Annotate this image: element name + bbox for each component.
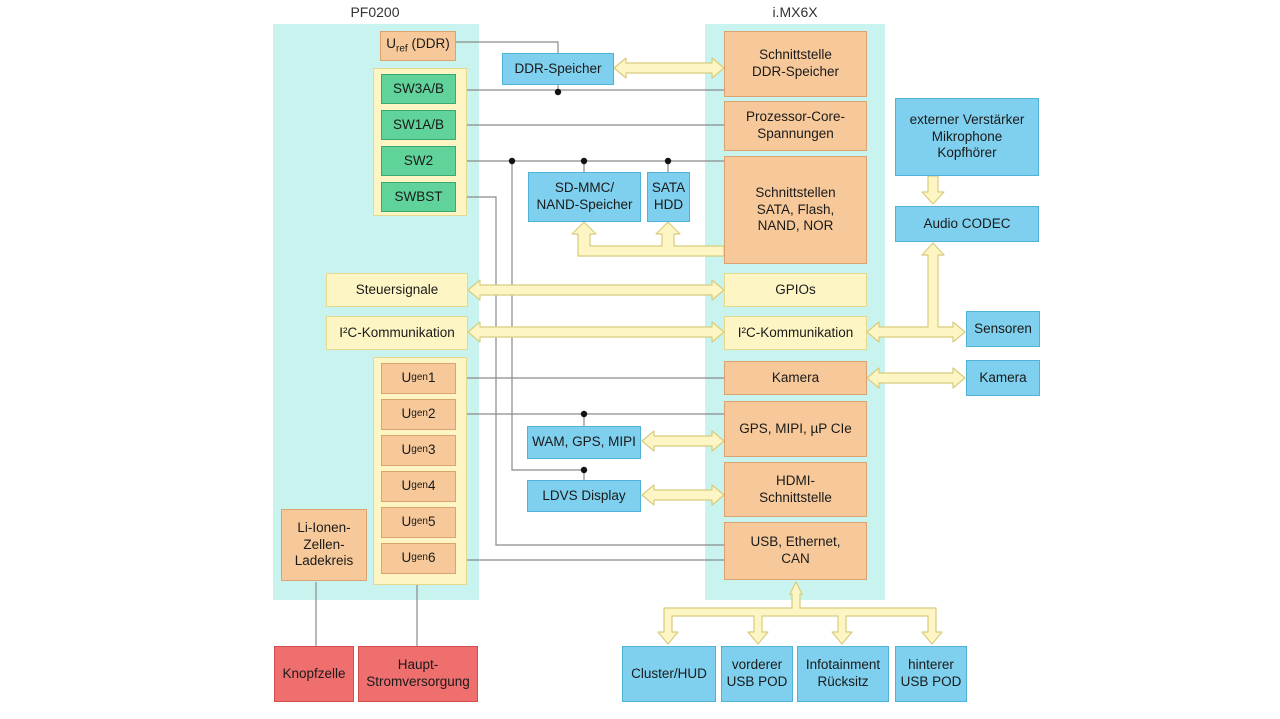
kamera-box: Kamera — [966, 360, 1040, 396]
cluster-hud-box: Cluster/HUD — [622, 646, 716, 702]
arrow-sensors — [866, 242, 966, 343]
arrow-kamera — [866, 367, 966, 389]
sw1-box: SW1A/B — [381, 110, 456, 140]
uref-label: Uref (DDR) — [386, 35, 450, 55]
gps-mipi-box: GPS, MIPI, µP CIe — [724, 401, 867, 457]
sw2-box: SW2 — [381, 146, 456, 176]
junction-ugen2 — [580, 410, 588, 418]
arrow-audio — [921, 175, 945, 205]
pf0200-title: PF0200 — [350, 4, 400, 20]
sdmmc-box: SD-MMC/ NAND-Speicher — [528, 172, 641, 222]
ddr-speicher-box: DDR-Speicher — [502, 53, 614, 85]
arrow-gpios — [467, 279, 725, 301]
junction-ddr — [554, 88, 562, 96]
haupt-stromversorgung-box: Haupt- Stromversorgung — [358, 646, 478, 702]
vorderer-usb-box: vorderer USB POD — [721, 646, 793, 702]
arrow-wam — [641, 430, 725, 452]
imx6-title: i.MX6X — [772, 4, 818, 20]
junction-ldvs — [580, 466, 588, 474]
junction-sw2-c — [664, 157, 672, 165]
junction-sw2-b — [580, 157, 588, 165]
usb-ethernet-can-box: USB, Ethernet, CAN — [724, 522, 867, 580]
arrow-i2c — [467, 321, 725, 343]
arrow-storage — [571, 221, 725, 257]
line-swbst — [456, 196, 724, 546]
arrow-ldvs — [641, 484, 725, 506]
i2c-right-box: I²C-Kommunikation — [724, 316, 867, 350]
audio-codec-box: Audio CODEC — [895, 206, 1039, 242]
sata-interface-box: Schnittstellen SATA, Flash, NAND, NOR — [724, 156, 867, 264]
kamera-interface-box: Kamera — [724, 361, 867, 395]
hdmi-box: HDMI- Schnittstelle — [724, 462, 867, 517]
ldvs-box: LDVS Display — [527, 480, 641, 512]
arrow-ddr — [613, 57, 725, 79]
steuersignale-box: Steuersignale — [326, 273, 468, 307]
liion-box: Li-Ionen- Zellen- Ladekreis — [281, 509, 367, 581]
uref-box: Uref (DDR) — [380, 31, 456, 61]
swbst-box: SWBST — [381, 182, 456, 212]
line-sw2-down — [511, 161, 585, 480]
audio-external-box: externer Verstärker Mikrophone Kopfhörer — [895, 98, 1039, 176]
wam-box: WAM, GPS, MIPI — [527, 426, 641, 459]
gpios-box: GPIOs — [724, 273, 867, 307]
sensoren-box: Sensoren — [966, 311, 1040, 347]
sata-hdd-box: SATA HDD — [647, 172, 690, 222]
arrow-usb-tree — [657, 581, 943, 645]
line-ugen2 — [456, 413, 585, 426]
i2c-left-box: I²C-Kommunikation — [326, 316, 468, 350]
knopfzelle-box: Knopfzelle — [274, 646, 354, 702]
junction-sw2-a — [508, 157, 516, 165]
line-uref-ddr — [456, 41, 559, 56]
hinterer-usb-box: hinterer USB POD — [895, 646, 967, 702]
core-voltage-box: Prozessor-Core- Spannungen — [724, 101, 867, 151]
sw3-box: SW3A/B — [381, 74, 456, 104]
infotainment-box: Infotainment Rücksitz — [797, 646, 889, 702]
ddr-interface-box: Schnittstelle DDR-Speicher — [724, 31, 867, 97]
